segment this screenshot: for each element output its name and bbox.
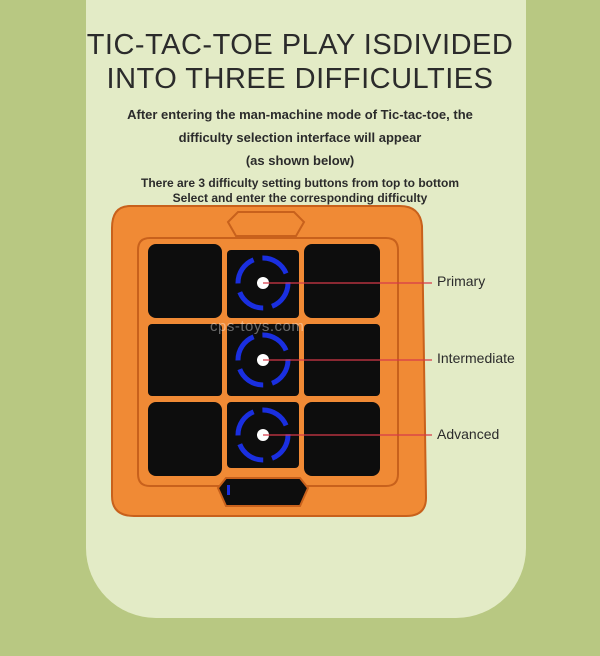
- page-title-line1: TIC-TAC-TOE PLAY ISDIVIDED: [86, 29, 514, 61]
- watermark: cps-toys.com: [210, 318, 305, 335]
- label-intermediate: Intermediate: [437, 350, 515, 366]
- description-line3: (as shown below): [245, 153, 355, 168]
- label-advanced: Advanced: [437, 426, 500, 442]
- grid-cell: [304, 402, 380, 476]
- label-primary: Primary: [437, 273, 486, 289]
- description-line2: difficulty selection interface will appe…: [178, 130, 422, 145]
- grid-cell: [148, 402, 222, 476]
- description-line1: After entering the man-machine mode of T…: [127, 107, 473, 122]
- description-line4: There are 3 difficulty setting buttons f…: [141, 176, 459, 190]
- grid-cell: [304, 244, 380, 318]
- grid-cell: [148, 324, 222, 396]
- grid-cell: [148, 244, 222, 318]
- description-line5: Select and enter the corresponding diffi…: [172, 191, 428, 205]
- page-title-line2: INTO THREE DIFFICULTIES: [106, 63, 494, 95]
